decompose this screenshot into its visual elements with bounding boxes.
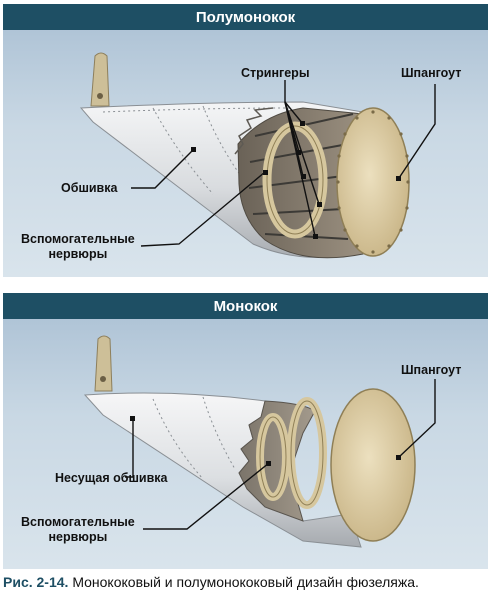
label-formers-top-line2: нервюры xyxy=(48,247,108,261)
figure-number: Рис. 2-14. xyxy=(3,574,69,590)
tail-fin xyxy=(90,52,110,107)
bulkhead-frame-bottom xyxy=(330,388,416,542)
label-frame-top: Шпангоут xyxy=(401,66,462,80)
bulkhead-frame xyxy=(336,107,410,257)
monocoque-illustration xyxy=(83,335,436,548)
semi-monocoque-panel: Полумонокок xyxy=(3,4,488,277)
leader-dots-bottom xyxy=(130,416,401,466)
tail-fin-bottom xyxy=(94,335,113,392)
label-formers-top-line1: Вспомогательные xyxy=(21,232,135,246)
label-frame-bottom: Шпангоут xyxy=(401,363,462,377)
leader-lines xyxy=(131,80,436,247)
leader-lines-bottom xyxy=(125,379,436,530)
label-formers-bottom-line1: Вспомогательные xyxy=(21,515,135,529)
leader-dots xyxy=(191,121,401,239)
monocoque-title: Монокок xyxy=(3,293,488,319)
figure-caption-text: Монококовый и полумонококовый дизайн фюз… xyxy=(72,574,419,590)
label-formers-bottom-line2: нервюры xyxy=(48,530,108,544)
semi-monocoque-title: Полумонокок xyxy=(3,4,488,30)
label-skin: Обшивка xyxy=(61,181,118,195)
label-stringers: Стрингеры xyxy=(241,66,310,80)
label-stressed-skin: Несущая обшивка xyxy=(55,471,168,485)
semi-monocoque-illustration xyxy=(79,52,436,259)
frame-rivets xyxy=(336,110,410,254)
label-formers-bottom: Вспомогательные нервюры xyxy=(21,515,135,545)
monocoque-panel: Монокок xyxy=(3,293,488,569)
figure-caption: Рис. 2-14. Монококовый и полумонококовый… xyxy=(3,574,488,590)
label-formers-top: Вспомогательные нервюры xyxy=(21,232,135,262)
